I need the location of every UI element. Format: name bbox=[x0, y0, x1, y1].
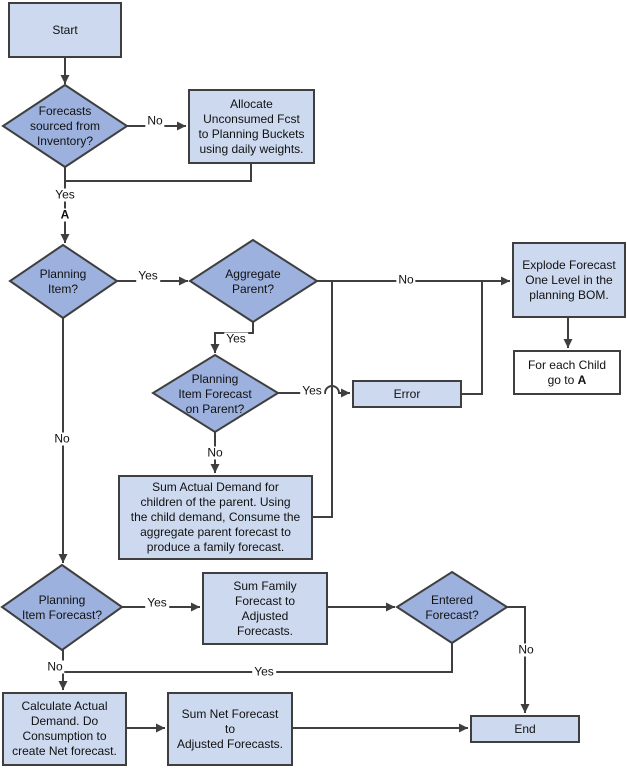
edge-label-no-aggregate-parent: No bbox=[396, 272, 416, 287]
node-start: Start bbox=[8, 2, 122, 58]
decision-planning-item-forecast-shape bbox=[0, 563, 124, 652]
edge-label-yes-entered-forecast: Yes bbox=[252, 664, 276, 679]
node-end: End bbox=[470, 715, 580, 743]
node-calculate-actual-demand: Calculate Actual Demand. Do Consumption … bbox=[2, 692, 127, 766]
for-each-child-text: For each Child go to A bbox=[527, 357, 607, 387]
decision-aggregate-parent-shape bbox=[188, 238, 319, 324]
edge-label-yes-forecasts-sourced: Yes bbox=[53, 187, 77, 202]
node-error: Error bbox=[352, 380, 462, 408]
node-sum-actual-demand: Sum Actual Demand for children of the pa… bbox=[118, 475, 313, 560]
edge-sum-actual-merge-to-explode-line bbox=[313, 282, 333, 518]
edge-label-no-entered-forecast: No bbox=[516, 642, 536, 657]
edge-entered-forecast-no-to-end bbox=[507, 606, 530, 713]
edge-label-no-planning-item: No bbox=[52, 431, 72, 446]
edge-label-a-marker: A bbox=[58, 207, 72, 222]
node-sum-family-forecast: Sum Family Forecast to Adjusted Forecast… bbox=[202, 572, 328, 645]
edge-error-merge-to-explode-line bbox=[462, 282, 483, 395]
node-sum-net-forecast: Sum Net Forecast to Adjusted Forecasts. bbox=[167, 692, 293, 766]
edge-allocate-return-to-yes-line bbox=[65, 164, 252, 182]
edge-label-yes-planning-item-forecast: Yes bbox=[145, 595, 169, 610]
edge-label-no-planning-item-forecast: No bbox=[45, 659, 65, 674]
edge-entered-forecast-yes-return bbox=[64, 643, 453, 673]
decision-pif-on-parent-shape bbox=[151, 353, 280, 434]
edge-label-yes-aggregate-parent: Yes bbox=[224, 331, 248, 346]
edge-label-yes-planning-item: Yes bbox=[136, 268, 160, 283]
node-allocate-unconsumed: Allocate Unconsumed Fcst to Planning Buc… bbox=[188, 89, 315, 164]
edge-label-yes-pif-on-parent: Yes bbox=[300, 383, 324, 398]
node-for-each-child: For each Child go to A bbox=[513, 350, 621, 395]
decision-forecasts-sourced-shape bbox=[1, 83, 129, 169]
node-explode-forecast: Explode Forecast One Level in the planni… bbox=[512, 242, 626, 318]
decision-planning-item-shape bbox=[8, 243, 119, 320]
edge-label-no-pif-on-parent: No bbox=[205, 445, 225, 460]
decision-entered-forecast-shape bbox=[395, 570, 509, 645]
edge-label-no-forecasts-sourced: No bbox=[145, 113, 165, 128]
